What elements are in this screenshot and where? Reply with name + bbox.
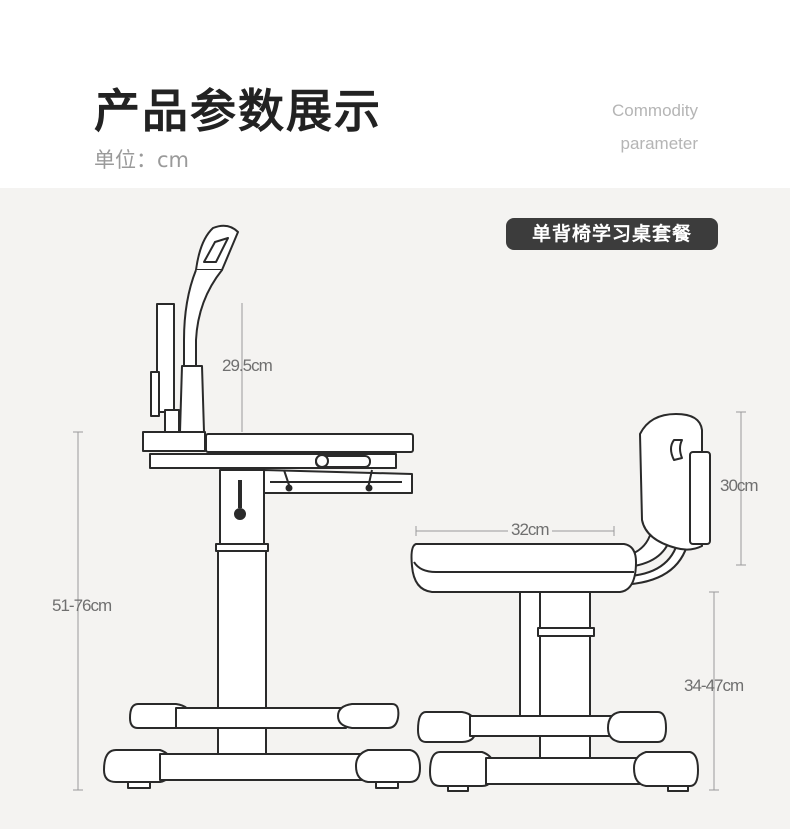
desk-height-label: 51-76cm [52, 596, 112, 615]
desk [103, 224, 421, 789]
chair [410, 413, 711, 792]
set-name-badge: 单背椅学习桌套餐 [506, 218, 718, 250]
desk-lamp [179, 224, 239, 433]
book-stand [150, 303, 180, 433]
chair-back-height-label: 30cm [720, 476, 759, 495]
page-title: 产品参数展示 [94, 84, 382, 138]
unit-label: 单位：cm [94, 148, 190, 172]
english-subtitle-line2: parameter [620, 134, 698, 153]
english-subtitle: Commodity parameter [498, 94, 698, 160]
lamp-height-label: 29.5cm [222, 356, 273, 375]
english-subtitle-line1: Commodity [612, 101, 698, 120]
seat-height-label: 34-47cm [684, 676, 744, 695]
seat-width-label: 32cm [508, 520, 552, 540]
